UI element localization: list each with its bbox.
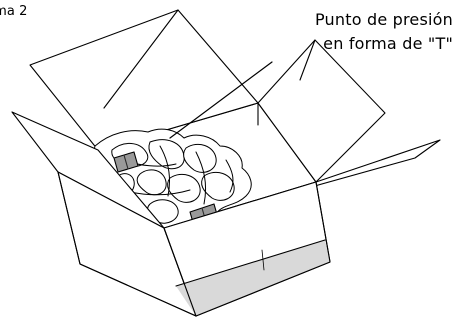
figure-label: ama 2 xyxy=(0,4,28,19)
box-body xyxy=(57,171,331,317)
callout-label: Punto de presión en forma de "T" xyxy=(315,8,453,56)
t-pressure-point-left xyxy=(113,151,139,173)
callout-leader-line xyxy=(169,61,273,139)
box-bottom-band xyxy=(176,240,330,316)
callout-line-2: en forma de "T" xyxy=(323,34,453,53)
callout-line-1: Punto de presión xyxy=(314,10,453,29)
